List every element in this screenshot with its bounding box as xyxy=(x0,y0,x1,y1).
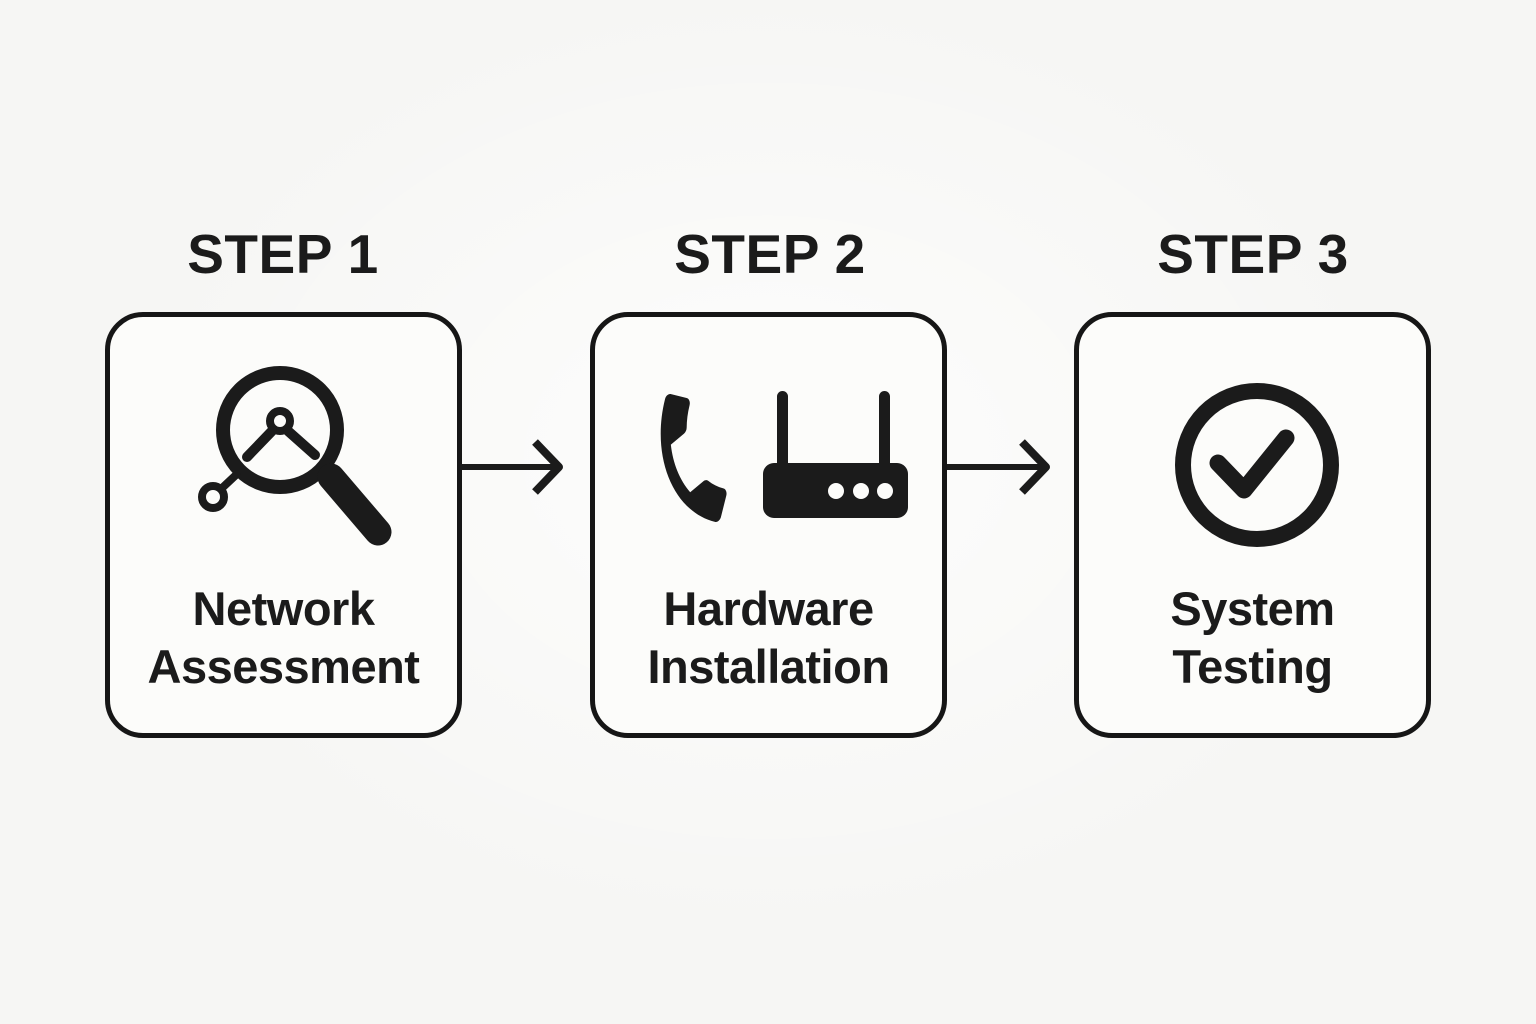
magnifier-network-icon xyxy=(110,355,457,555)
step-3-label: STEP 3 xyxy=(1157,223,1349,285)
step-1-title-line2: Assessment xyxy=(147,639,420,693)
arrow-right-icon xyxy=(460,439,563,495)
step-2-title-line2: Installation xyxy=(647,639,890,693)
step-2-label: STEP 2 xyxy=(674,223,866,285)
step-1-card: Network Assessment xyxy=(105,312,462,738)
step-2-title-line1: Hardware xyxy=(663,582,874,636)
arrow-right-icon xyxy=(947,439,1050,495)
step-1-label: STEP 1 xyxy=(187,223,379,285)
step-1-title-line1: Network xyxy=(192,582,375,636)
step-3-title: System Testing xyxy=(1079,580,1426,695)
step-3-title-line2: Testing xyxy=(1172,639,1333,693)
step-3-title-line1: System xyxy=(1170,582,1335,636)
step-2-title: Hardware Installation xyxy=(595,580,942,695)
step-3-card: System Testing xyxy=(1074,312,1431,738)
step-1-title: Network Assessment xyxy=(110,580,457,695)
step-2-card: Hardware Installation xyxy=(590,312,947,738)
phone-router-icon xyxy=(595,355,942,555)
check-circle-icon xyxy=(1079,355,1426,555)
